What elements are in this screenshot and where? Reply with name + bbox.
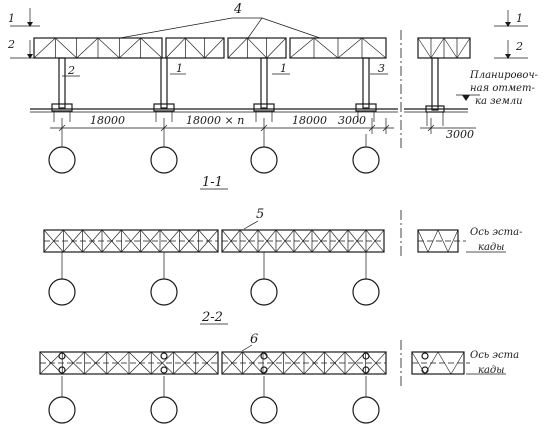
axis-note-a-line-2: кады <box>478 242 504 253</box>
section-1-1-truss-a <box>43 229 219 253</box>
column-3 <box>253 57 275 122</box>
axis-bubbles-row-2 <box>48 252 380 306</box>
section-mark-right-2: 2 <box>515 40 523 53</box>
node-top-3 <box>260 352 268 360</box>
node-top-4 <box>362 352 370 360</box>
section-2-2-truss-a <box>39 351 219 375</box>
column-1 <box>51 57 73 122</box>
column-label-2: 2 <box>67 64 75 77</box>
axis-1-circle-3 <box>250 146 278 174</box>
axis-bubbles-row-3 <box>48 376 380 424</box>
column-2 <box>153 57 175 122</box>
axis-1-circle-4 <box>352 146 380 174</box>
axis-2-circle-2 <box>150 278 178 306</box>
section-2-2-truss-row <box>39 351 387 375</box>
node-top-2 <box>160 352 168 360</box>
axis-3-circle-3 <box>250 396 278 424</box>
dim-offset-right: 3000 <box>338 114 366 127</box>
column-label-1b: 1 <box>280 62 287 75</box>
axis-3-circle-4 <box>352 396 380 424</box>
dim-offset-far: 3000 <box>446 128 474 141</box>
section-mark-left: 1 2 <box>7 8 40 59</box>
grade-note: Планировоч- ная отмет- ка земли <box>456 70 539 107</box>
dim-span-1: 18000 <box>90 114 125 127</box>
section-mark-left-2: 2 <box>7 38 15 51</box>
section-title-2-2: 2-2 <box>201 310 223 325</box>
dimension-line <box>50 118 476 134</box>
frame-label-5: 5 <box>256 207 264 222</box>
grade-note-line-2: ная отмет- <box>470 83 536 94</box>
node-bottom-3 <box>260 366 268 374</box>
section-2-2-truss-b <box>221 351 387 375</box>
column-4 <box>355 57 377 122</box>
section-title-1-1: 1-1 <box>202 175 223 190</box>
node-bottom-1 <box>58 366 66 374</box>
column-label-3: 3 <box>378 62 385 75</box>
node-bottom-2 <box>160 366 168 374</box>
section-1-1-right-view <box>400 210 466 258</box>
section-mark-right: 1 2 <box>494 10 528 59</box>
axis-1-circle-1 <box>48 146 76 174</box>
right-section-view-top <box>400 30 471 150</box>
truss-group-label: 4 <box>233 2 242 17</box>
truss-leader-lines <box>119 17 321 39</box>
frame-label-6: 6 <box>250 332 258 347</box>
axis-1-circle-2 <box>150 146 178 174</box>
axis-bubbles-row-1 <box>48 134 380 174</box>
axis-3-circle-1 <box>48 396 76 424</box>
truss-segment-1 <box>33 37 163 59</box>
section-2-2-right-view <box>400 340 470 388</box>
dim-span-3: 18000 <box>292 114 327 127</box>
axis-2-circle-1 <box>48 278 76 306</box>
section-mark-right-1: 1 <box>516 12 523 25</box>
section-1-1-truss-b <box>221 229 385 253</box>
truss-segment-3 <box>227 37 287 59</box>
axis-note-b-line-1: Ось эста <box>470 350 519 361</box>
dim-span-2: 18000 × n <box>186 114 244 127</box>
axis-note-b-line-2: кады <box>478 365 504 376</box>
top-columns <box>51 57 377 122</box>
column-label-1a: 1 <box>176 62 183 75</box>
grade-note-line-1: Планировоч- <box>469 70 539 81</box>
node-top-1 <box>58 352 66 360</box>
axis-note-a-line-1: Ось эста- <box>470 227 523 238</box>
section-1-1-truss-row <box>43 229 385 253</box>
truss-segment-4 <box>289 37 387 59</box>
axis-2-circle-4 <box>352 278 380 306</box>
axis-2-circle-3 <box>250 278 278 306</box>
node-bottom-4 <box>362 366 370 374</box>
top-truss-row <box>33 37 387 59</box>
axis-3-circle-2 <box>150 396 178 424</box>
truss-segment-2 <box>165 37 225 59</box>
grade-note-line-3: ка земли <box>475 96 523 107</box>
section-mark-left-1: 1 <box>8 12 15 25</box>
